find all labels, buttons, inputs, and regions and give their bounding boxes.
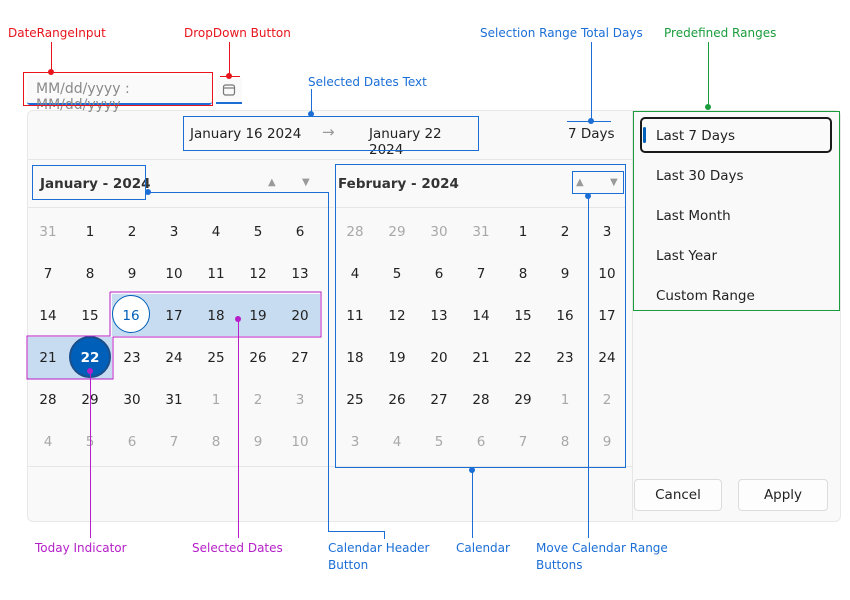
annotation-leader: [90, 371, 91, 538]
annotation-label: Today Indicator: [35, 540, 127, 557]
annotation-label: Selected Dates: [192, 540, 283, 557]
annotation-leader: [238, 319, 239, 538]
